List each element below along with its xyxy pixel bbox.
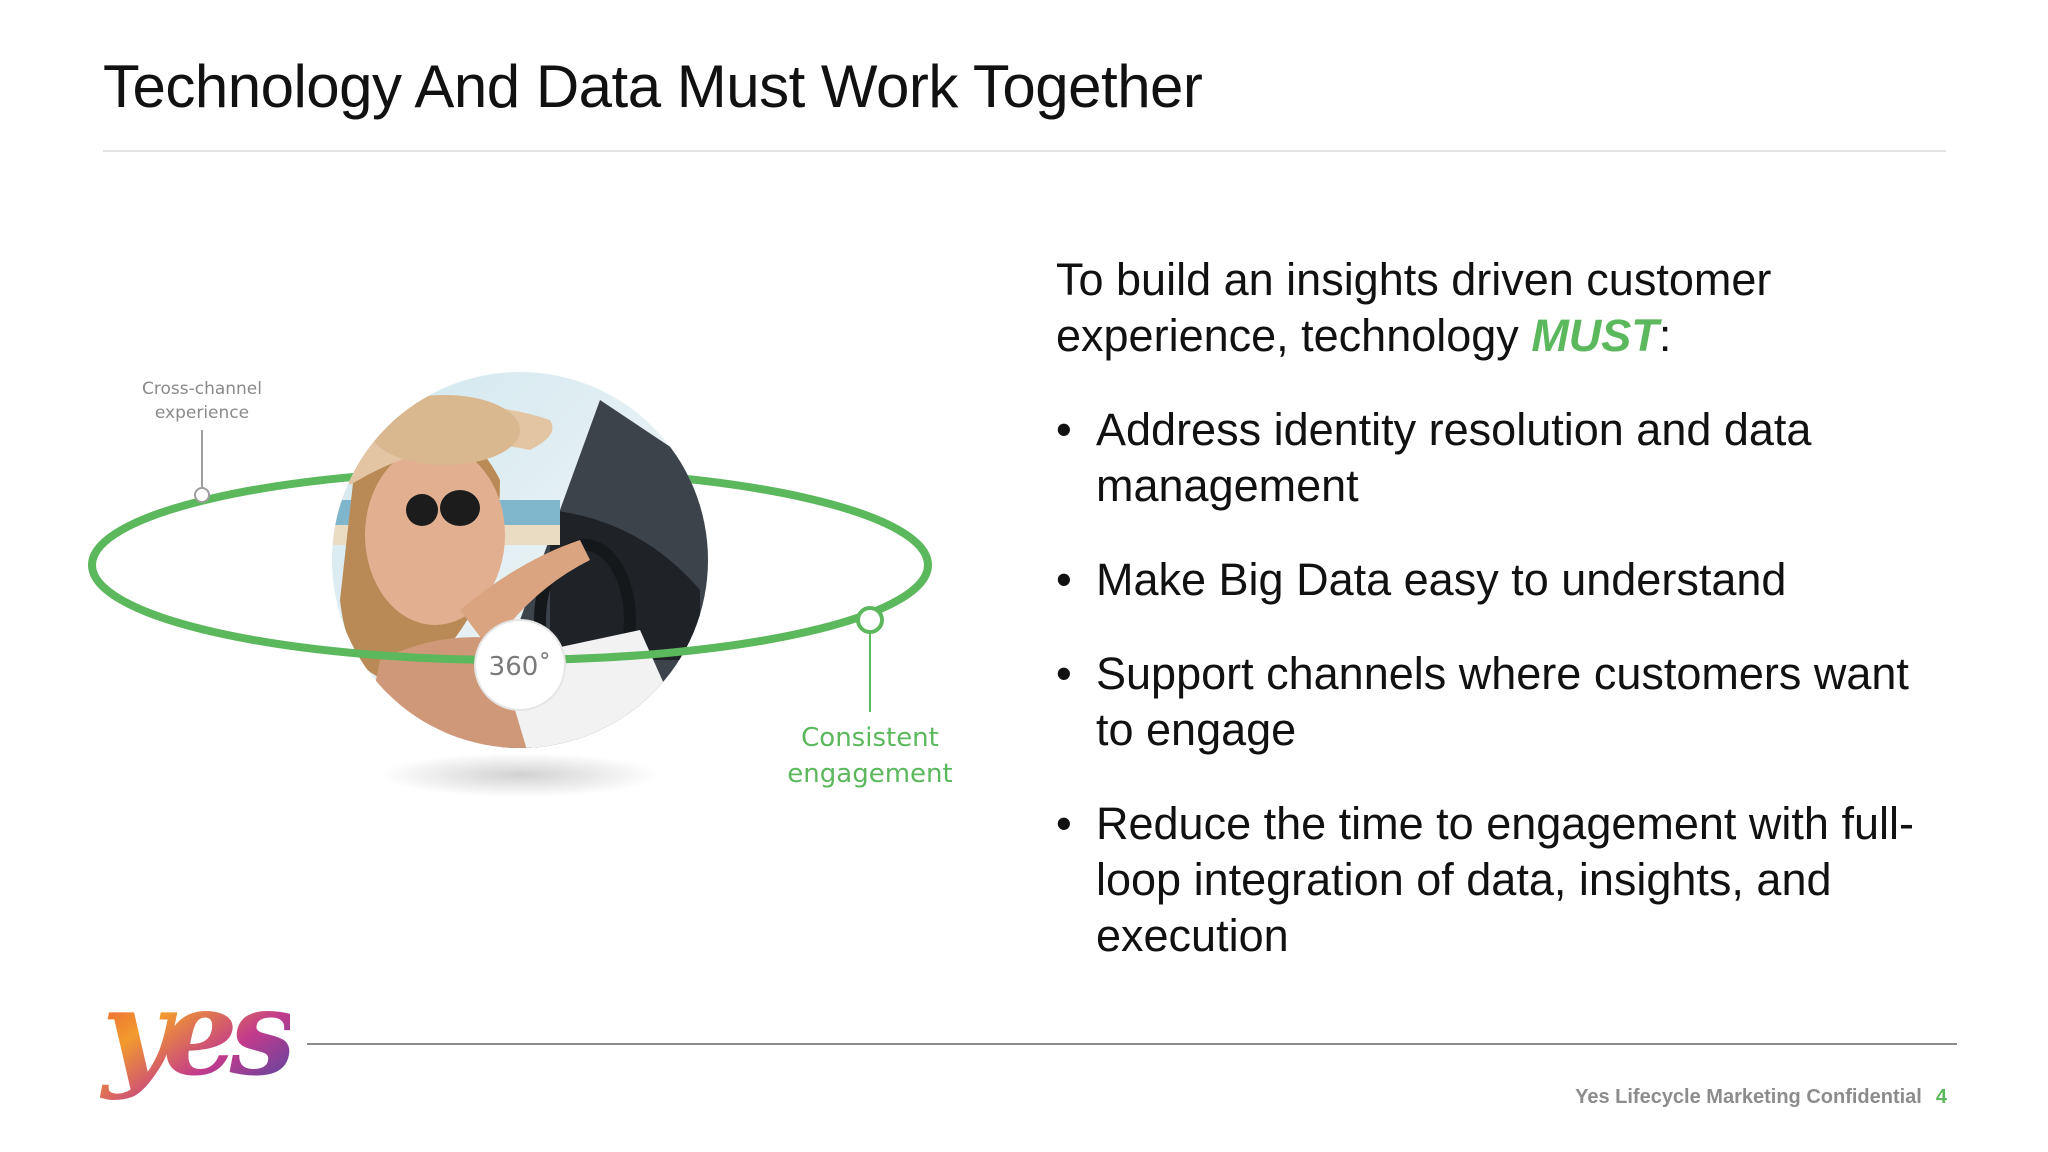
list-item: • Reduce the time to engagement with full… [1056,796,1956,964]
bullet-text: Make Big Data easy to understand [1096,554,1787,605]
bullet-text: Support channels where customers want to… [1096,648,1909,755]
photo-shadow [380,753,660,797]
bullet-icon: • [1056,798,1072,849]
intro-colon: : [1658,310,1672,361]
slide-title: Technology And Data Must Work Together [103,53,1203,120]
cross-channel-label-line1: Cross-channel [142,379,262,399]
list-item: • Make Big Data easy to understand [1056,552,1956,608]
badge-360-label: 360˚ [489,652,552,682]
intro-paragraph: To build an insights driven customer exp… [1056,252,1956,364]
customer-photo [332,372,708,748]
consistent-label-line2: engagement [787,759,952,789]
bullet-text: Reduce the time to engagement with full-… [1096,798,1914,961]
logo-text: yes [100,978,290,1102]
badge-360 [474,619,566,711]
bullet-icon: • [1056,648,1072,699]
cross-channel-label-line2: experience [155,403,249,423]
confidential-label: Yes Lifecycle Marketing Confidential [1575,1086,1922,1108]
intro-text: To build an insights driven customer exp… [1056,254,1772,361]
customer-360-graphic: Cross-channel experience 360˚ Consistent… [80,360,980,820]
cross-channel-node [194,487,210,503]
content-block: To build an insights driven customer exp… [1056,252,1956,1002]
bullet-icon: • [1056,554,1072,605]
title-divider [103,150,1946,152]
bullet-text: Address identity resolution and data man… [1096,404,1812,511]
bullet-list: • Address identity resolution and data ma… [1056,402,1956,964]
bullet-icon: • [1056,404,1072,455]
list-item: • Address identity resolution and data ma… [1056,402,1956,514]
footer: Yes Lifecycle Marketing Confidential 4 [1575,1086,1947,1109]
consistent-node [856,606,884,634]
yes-logo: yes [99,963,303,1108]
list-item: • Support channels where customers want t… [1056,646,1956,758]
footer-divider [307,1043,1957,1045]
page-number: 4 [1935,1086,1947,1108]
consistent-label-line1: Consistent [801,723,939,753]
intro-emphasis: MUST [1531,310,1659,361]
